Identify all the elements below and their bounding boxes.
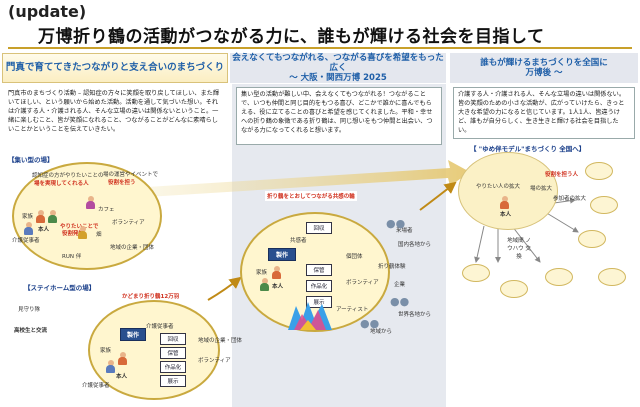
stayhome-circle	[88, 300, 220, 400]
expo-artist-label: アーティスト	[336, 307, 369, 313]
stayhome-seisaku-box: 製作	[120, 328, 146, 341]
stayhome-kaigo2-label: 介護従事者	[82, 383, 110, 389]
small-circle-5	[500, 280, 528, 298]
page-title: 万博折り鶴の活動がつながる力に、誰もが輝ける社会を目指して	[38, 27, 545, 47]
stayhome-honnin-label: 本人	[116, 374, 128, 380]
stayhome-volunteer-label: ボランティア	[198, 358, 231, 364]
stayhome-kaigo-icon	[106, 360, 115, 374]
kadomari-label: かどまり折り鶴12万羽	[122, 294, 180, 300]
stayhome-kaigo-label: 介護従事者	[146, 324, 174, 330]
expo-to-national-arrow	[419, 181, 457, 211]
small-circle-7	[598, 268, 626, 286]
national-yaritai-label: やりたい人の拡大	[476, 184, 521, 190]
kaigo-label: 介護従事者	[12, 238, 40, 244]
expo-orizuru-label: 折り鶴体験	[378, 264, 406, 270]
world-people-icon: ●●	[390, 295, 410, 308]
big-flow-arrow	[100, 160, 470, 200]
column-header-national-text: 誰もが輝けるまちづくりを全国に 万博後 ～	[480, 57, 608, 78]
title-underline	[8, 47, 632, 49]
column-header-expo: 会えなくてもつながれる、つながる喜びを希望をもった広く ～ 大阪・関西万博 20…	[230, 53, 446, 83]
local-description: 門真市のまちづくり活動 – 認知症の方々に笑顔を取り戻してほしい、また輝いてほし…	[4, 87, 226, 147]
national-basho-label: 場の拡大	[530, 186, 553, 192]
local-people-icon: ●●	[360, 317, 380, 330]
expo-hozon-box: 保管	[306, 264, 332, 276]
mimamori-label: 見守り隊	[18, 307, 41, 313]
visitor-people-icon: ●●	[386, 217, 406, 230]
small-circle-1	[585, 162, 613, 180]
expo-kaishuu-box: 回収	[306, 222, 332, 234]
section-stayhome-label: 【ステイホーム型の場】	[24, 284, 96, 292]
yaritai-label: やりたいことで	[60, 222, 98, 230]
small-circle-4	[462, 264, 490, 282]
hatake-label: 畑	[96, 232, 102, 238]
cafe-label: カフェ	[98, 207, 115, 213]
stayhome-hozon-box: 保管	[160, 347, 186, 359]
stayhome-to-expo-arrow	[207, 276, 242, 301]
run-label: RUN 伴	[62, 254, 82, 260]
expo-banner: 折り鶴をとおしてつながる共感の輪	[265, 191, 357, 201]
stayhome-honnin-icon	[118, 352, 127, 366]
stayhome-kazoku-label: 家族	[100, 348, 112, 354]
kibou-label: 場を実現してくれる人	[34, 181, 89, 187]
national-sankaku-label: 参加者の拡大	[553, 196, 587, 202]
national-yakuwari-label: 役割を担う人	[545, 172, 579, 178]
national-honnin-label: 本人	[500, 212, 512, 218]
expo-kigyou-label: 企業	[394, 282, 406, 288]
expo-kokunai-label: 国内各地から	[398, 242, 432, 248]
expo-raiyojin-label: 来場者	[396, 228, 413, 234]
expo-kazoku-label: 家族	[256, 270, 268, 276]
honnin-person-icon	[36, 210, 45, 224]
stayhome-tenji-box: 展示	[160, 375, 186, 387]
small-circle-2	[590, 196, 618, 214]
kaigo-person-icon	[24, 222, 33, 236]
stayhome-kaishuu-box: 回収	[160, 333, 186, 345]
expo-honnin-icon	[272, 266, 281, 280]
expo-description: 集い型の活動が難しい中、会えなくてもつながれる！つながることで、いつも仲間と同じ…	[236, 87, 442, 145]
expo-seisaku-box: 製作	[268, 248, 296, 261]
origami-crane-artwork	[288, 302, 332, 330]
national-honnin-icon	[500, 196, 509, 210]
expo-volunteer-label: ボランティア	[346, 280, 379, 286]
national-circle	[458, 152, 558, 230]
small-circle-6	[545, 268, 573, 286]
ninchi-label: 認知症の方がやりたいことの	[32, 173, 104, 179]
section-yumeking-label: 【 "ゆめ伴モデル"まちづくり 全国へ】	[470, 145, 586, 153]
basho-label: 場の運営やイベントで	[103, 172, 159, 178]
stayhome-chiiki-label: 地域の企業・団体	[198, 338, 243, 344]
national-chiiki-label: 地域間 ノウハウ 交換	[507, 238, 531, 260]
yakuwari2-label: 役割発揮	[62, 231, 85, 237]
small-circle-3	[578, 230, 606, 248]
column-header-local: 門真で育ててきたつながりと支え合いのまちづくり	[2, 53, 228, 83]
expo-sakuhin-box: 作品化	[306, 280, 332, 292]
national-description: 介護する人・介護される人、そんな立場の違いは関係ない。皆の笑顔のための小さな活動…	[453, 87, 635, 139]
stayhome-sakuhin-box: 作品化	[160, 361, 186, 373]
kazoku-person-icon	[48, 210, 57, 224]
column-header-expo-text: 会えなくてもつながれる、つながる喜びを希望をもった広く ～ 大阪・関西万博 20…	[232, 52, 444, 84]
column-header-national: 誰もが輝けるまちづくりを全国に 万博後 ～	[450, 53, 638, 83]
yakuwari-label: 役割を担う	[108, 180, 136, 186]
expo-tenji-box: 展示	[306, 296, 332, 308]
section-tsudoi-label: 【集い型の場】	[8, 156, 54, 164]
expo-kyokan-label: 共感者	[290, 238, 307, 244]
field-person-icon	[78, 226, 87, 240]
expo-kozin-label: 個団体	[346, 254, 363, 260]
update-tag: (update)	[8, 2, 87, 21]
kazoku-label: 家族	[22, 214, 34, 220]
kourei-label: 高校生と交流	[14, 328, 48, 334]
volunteer-label: ボランティア	[112, 220, 145, 226]
cafe-person-icon	[86, 196, 95, 210]
honnin-label: 本人	[38, 227, 50, 233]
expo-kazoku-icon	[260, 278, 269, 292]
expo-chiiki-label: 地域から	[370, 329, 393, 335]
expo-honnin-label: 本人	[272, 284, 284, 290]
expo-sekai-label: 世界各地から	[398, 312, 432, 318]
chiiki-label: 地域の企業・団体	[110, 245, 155, 251]
